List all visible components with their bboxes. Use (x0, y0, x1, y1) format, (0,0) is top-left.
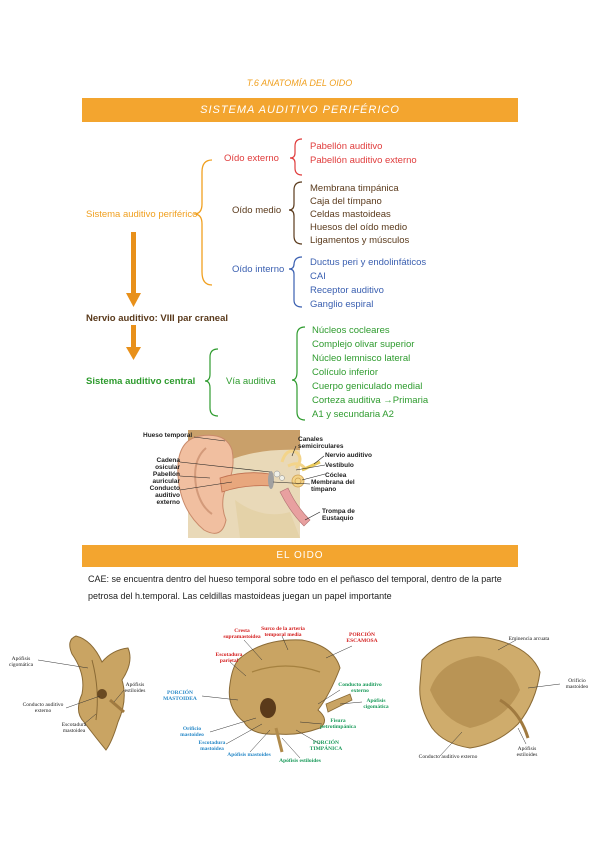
outer-ear-label: Oído externo (224, 153, 279, 164)
pathway-list: Núcleos cocleares Complejo olivar superi… (312, 324, 428, 422)
bone-label: PORCIÓN TIMPÁNICA (309, 740, 343, 752)
bone-label: Conducto auditivo externo (418, 754, 478, 760)
arrow-down-icon (126, 325, 141, 360)
list-item: Caja del tímpano (310, 196, 382, 207)
temporal-bone-lateral-view (201, 635, 363, 759)
nerve-label: Nervio auditivo: VIII par craneal (86, 313, 229, 324)
arrow-down-icon (126, 232, 141, 307)
bone-label: Apófisis cigomática (363, 698, 389, 710)
bone-label: Apófisis mastoides (227, 752, 271, 758)
middle-ear-bracket (288, 181, 303, 245)
bone-label: Cresta supramastoidea (223, 628, 261, 640)
ear-label: Cadena osicular (155, 457, 180, 471)
list-item: Núcleos cocleares (312, 325, 390, 336)
section-banner-ear: EL OIDO (82, 545, 518, 567)
bone-label: Orificio mastoideo (180, 726, 204, 738)
inner-ear-label: Oído interno (232, 264, 285, 275)
pathway-bracket (291, 326, 306, 421)
pathway-label: Vía auditiva (226, 376, 276, 387)
ear-label: Canales semicirculares (298, 436, 344, 450)
outer-ear-list: Pabellón auditivo Pabellón auditivo exte… (310, 140, 417, 168)
ear-label: Hueso temporal (143, 432, 193, 439)
cae-paragraph: CAE: se encuentra dentro del hueso tempo… (88, 574, 502, 601)
middle-ear-label: Oído medio (232, 205, 282, 216)
central-label: Sistema auditivo central (86, 376, 196, 387)
list-item: Membrana timpánica (310, 183, 399, 194)
bone-label: Apófisis cigomática (8, 656, 34, 668)
bone-label: Eminencia arcuata (508, 636, 550, 642)
section-banner-peripheral: SISTEMA AUDITIVO PERIFÉRICO (82, 98, 518, 122)
list-item: Ductus peri y endolinfáticos (310, 257, 427, 268)
ear-label: Cóclea (325, 472, 347, 479)
list-item: Pabellón auditivo (310, 141, 383, 152)
bone-label: Escotadura parietal (215, 652, 243, 664)
list-item: A1 y secundaria A2 (312, 409, 394, 420)
root-label: Sistema auditivo periférico (86, 209, 198, 220)
ear-label: Conducto auditivo externo (149, 485, 180, 506)
list-item: Corteza auditiva →Primaria (312, 395, 429, 406)
bone-label: Conducto auditivo externo (338, 682, 382, 694)
ear-label: Membrana del tímpano (311, 479, 355, 493)
list-item: Huesos del oído medio (310, 222, 408, 233)
bone-label: Surco de la arteria temporal media (261, 626, 305, 638)
list-item: Complejo olivar superior (312, 339, 415, 350)
bone-label: Apófisis estiloides (124, 682, 146, 694)
temporal-bone-internal-view (419, 636, 561, 757)
list-item: Receptor auditivo (310, 285, 384, 296)
ear-label: Vestíbulo (325, 462, 354, 469)
temporal-bone-left-view (37, 635, 131, 751)
list-item: Celdas mastoideas (310, 209, 391, 220)
bone-label: Escotadura mastoidea (198, 740, 226, 752)
middle-ear-list: Membrana timpánica Caja del tímpano Celd… (310, 182, 409, 247)
main-bracket (193, 159, 213, 286)
ear-label: Trompa de Eustaquio (322, 508, 355, 522)
list-item: Ligamentos y músculos (310, 235, 410, 246)
document-title: T.6 ANATOMÍA DEL OIDO (246, 78, 353, 88)
list-item: Colículo inferior (312, 367, 378, 378)
central-bracket (204, 348, 219, 417)
list-item: Núcleo lemnisco lateral (312, 353, 411, 364)
ear-label: Pabellón auricular (152, 471, 180, 485)
list-item: Cuerpo geniculado medial (312, 381, 423, 392)
list-item: Pabellón auditivo externo (310, 155, 417, 166)
inner-ear-list: Ductus peri y endolinfáticos CAI Recepto… (310, 256, 426, 312)
bone-label: Escotadura mastoidea (61, 722, 87, 734)
inner-ear-bracket (288, 256, 303, 308)
bone-label: PORCIÓN ESCAMOSA (346, 632, 378, 644)
ear-label: Nervio auditivo (325, 452, 372, 459)
bone-label: Apófisis estiloides (279, 758, 321, 764)
bone-label: Conducto auditivo externo (22, 702, 64, 714)
bone-label: Orificio mastoideo (565, 678, 589, 690)
list-item: Ganglio espiral (310, 299, 374, 310)
ear-anatomy-illustration (177, 430, 326, 538)
bone-label: PORCIÓN MASTOIDEA (163, 690, 197, 702)
outer-ear-bracket (289, 138, 303, 176)
bone-label: Apófisis estiloides (516, 746, 538, 758)
list-item: CAI (310, 271, 326, 282)
bone-label: Fisura petrotimpánica (320, 718, 356, 730)
